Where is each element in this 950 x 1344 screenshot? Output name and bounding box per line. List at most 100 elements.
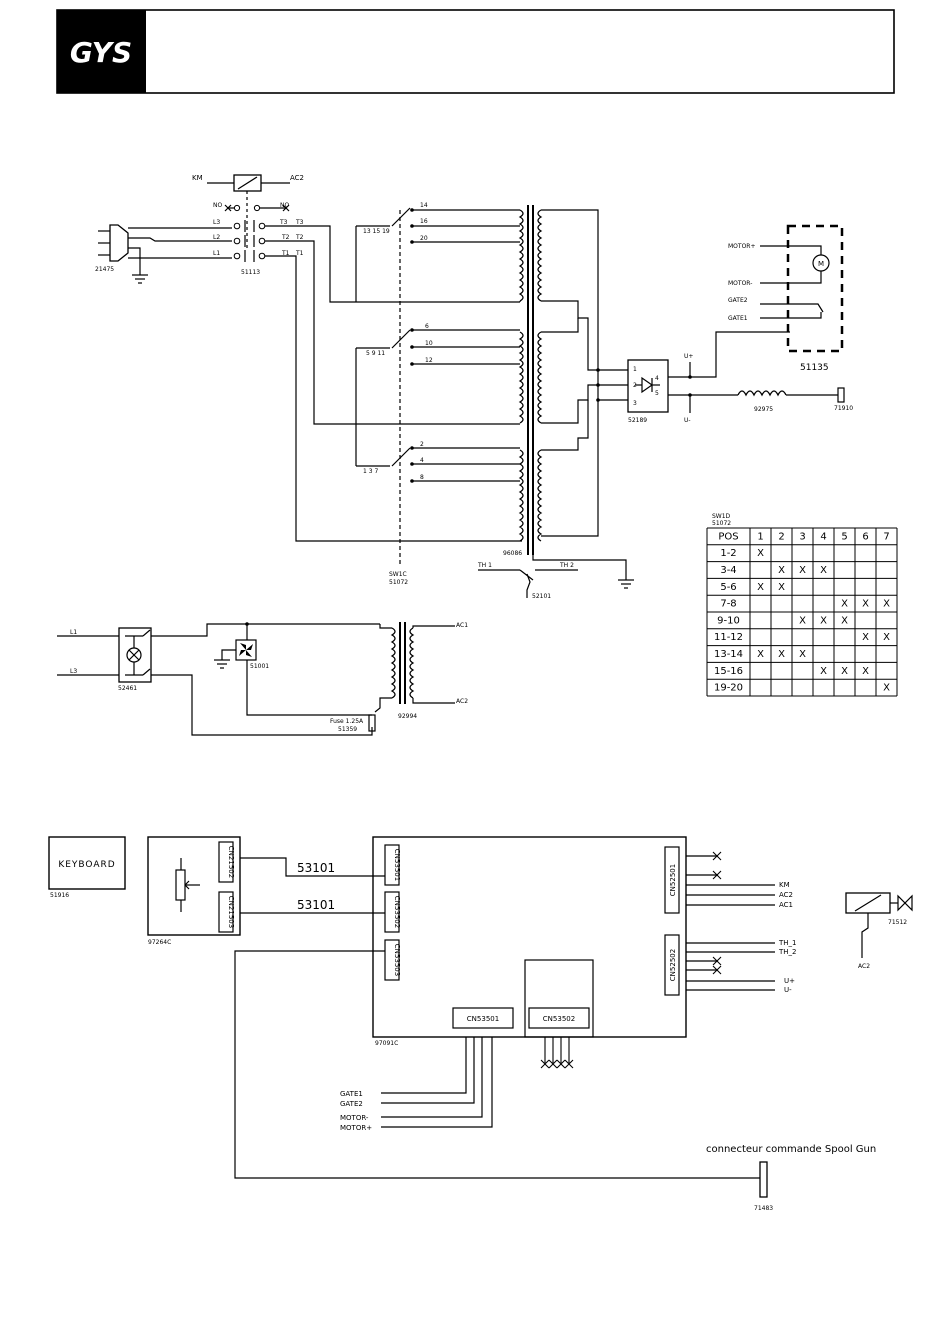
table-cell: 1-2 [720,548,736,559]
tap-2: 2 [420,441,424,448]
t3-label-b: T3 [295,219,304,226]
unused-terminals [712,851,722,975]
torch-ref: 71910 [834,405,853,412]
table-cell: X [799,649,806,660]
tap-10: 10 [425,340,433,347]
table-cell: X [778,649,785,660]
table-cell: X [883,632,890,643]
thermal-ref: 52101 [532,593,551,600]
pot-conn2-label: CN21503 [227,896,235,928]
t2-label-b: T2 [295,234,304,241]
table-header-cell: 4 [820,531,826,542]
table-ref: 51072 [712,520,731,527]
potentiometer-icon [175,869,186,901]
table-cell: X [862,666,869,677]
table-cell: X [862,632,869,643]
table-header-cell: 2 [778,531,784,542]
power-switch [118,627,152,683]
bottom-conn1-label: CN53501 [467,1015,499,1023]
table-header-cell: 1 [757,531,763,542]
spool-gun-connector [759,1161,768,1198]
l2-label: L2 [213,234,220,241]
table-cell: X [778,582,785,593]
bridge-pin-4: 4 [655,375,659,382]
fuse-ref: 51359 [338,726,357,733]
torch-connector [837,387,845,403]
cable2-label: 53101 [297,898,335,912]
contactor-51113 [233,220,266,262]
cable1-label: 53101 [297,861,335,875]
out-uminus-label: U- [784,986,792,994]
aux-ac1-label: AC1 [456,622,468,629]
tap-14: 14 [420,202,428,209]
fuse-icon [368,714,376,732]
tap-16: 16 [420,218,428,225]
unused-bottom-terminals [540,1037,574,1069]
table-cell: X [841,666,848,677]
mains-plug [98,224,129,262]
sw1c-ref: 51072 [389,579,408,586]
table-cell: X [883,683,890,694]
l3-label: L3 [213,219,220,226]
right-conn2-label: CN52502 [669,949,677,981]
table-cell: X [757,649,764,660]
valve-ref: 71512 [888,919,907,926]
table-cell: X [862,599,869,610]
table-cell: 7-8 [720,599,736,610]
keyboard-box [48,836,126,890]
control-wiring: KEYBOARD 51916 CN21502 CN21503 97264C 53… [48,836,913,1212]
no-right-label: NO [280,202,289,209]
table-cell: X [841,599,848,610]
bottom-conn2-label: CN53502 [543,1015,575,1023]
table-cell: X [841,615,848,626]
table-cell: 5-6 [720,582,736,593]
power-circuit: KM AC2 NO NO L3 L2 L1 T3 T2 T1 T3 T2 T1 … [95,174,853,600]
table-cell: X [757,582,764,593]
main-board [372,836,687,1038]
aux-transformer [390,622,415,704]
pot-ref: 97264C [148,939,171,946]
spool-gun-ref: 71483 [754,1205,773,1212]
valve-icon [897,894,913,912]
u-plus-label: U+ [684,353,693,360]
page-header: GYS [56,9,895,94]
th1-label: TH 1 [477,562,492,569]
bridge-pin-5: 5 [655,390,659,397]
contactor-ref: 51113 [241,269,260,276]
selector-switch-top: 13 15 19 14 16 20 [355,202,520,302]
table-cell: 13-14 [714,649,743,660]
table-cell: X [799,615,806,626]
valve-ac2-label: AC2 [858,963,870,970]
gas-valve: 71512 AC2 [845,892,913,970]
main-ref: 97091C [375,1040,398,1047]
bridge-pin-2: 2 [633,382,637,389]
bridge-rectifier: 1 2 3 4 5 52189 [627,359,669,424]
table-cell: X [820,666,827,677]
table-label: SW1D [712,513,731,520]
km-label: KM [192,174,203,182]
table-cell: X [820,565,827,576]
no-left-label: NO [213,202,222,209]
brand-logo: GYS [70,36,132,69]
t1-label: T1 [281,250,290,257]
main-conn2-label: CN53502 [393,896,401,928]
aux-ac2-label: AC2 [456,698,468,705]
harness-gate1-label: GATE1 [340,1090,363,1098]
sw-mid-label: 5 9 11 [366,350,385,357]
thermal-switch: TH 1 TH 2 52101 [477,562,578,600]
u-minus-label: U- [684,417,691,424]
main-conn1-label: CN53501 [393,849,401,881]
fan-ref: 51001 [250,663,269,670]
th2-label: TH 2 [559,562,574,569]
wire-feed-motor-block: M MOTOR+ MOTOR- GATE2 GATE1 51135 [728,224,844,373]
motor-plus-label: MOTOR+ [728,243,755,250]
table-cell: 3-4 [720,565,736,576]
table-cell: 11-12 [714,632,743,643]
table-cell: X [883,599,890,610]
table-cell: 15-16 [714,666,743,677]
table-cell: 9-10 [717,615,740,626]
table-cell: 19-20 [714,683,743,694]
table-header-cell: POS [718,531,738,542]
tap-4: 4 [420,457,424,464]
